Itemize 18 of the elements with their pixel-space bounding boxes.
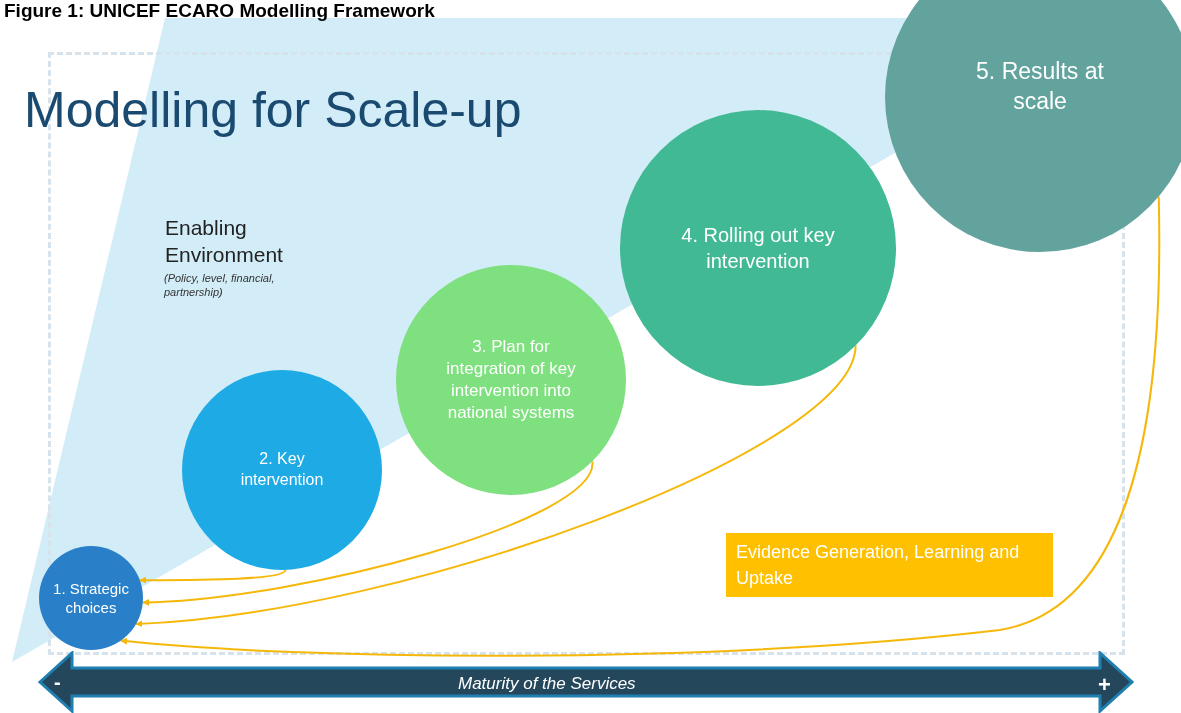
plus-sign: + xyxy=(1098,673,1111,697)
axis-label: Maturity of the Services xyxy=(458,673,636,695)
arrow xyxy=(119,195,1161,657)
stage-label: 4. Rolling out key intervention xyxy=(680,223,836,274)
stage-label: 5. Results at scale xyxy=(975,57,1105,116)
arrow xyxy=(141,460,594,606)
stage-label: 3. Plan for integration of key intervention into national systems xyxy=(445,335,577,425)
stage-label: 2. Key intervention xyxy=(239,449,325,490)
band-subtext: (Policy, level, financial, partnership) xyxy=(164,271,276,299)
arrow xyxy=(138,568,287,584)
arrow xyxy=(135,344,857,627)
stage-label: 1. Strategic choices xyxy=(52,578,130,618)
minus-sign: - xyxy=(54,670,61,694)
figure-title: Figure 1: UNICEF ECARO Modelling Framework xyxy=(4,0,435,23)
evidence-label: Evidence Generation, Learning and Uptake xyxy=(736,541,1021,590)
evidence-box xyxy=(726,533,1053,597)
heading: Modelling for Scale-up xyxy=(24,81,522,140)
band-heading: Enabling Environment xyxy=(165,215,284,268)
